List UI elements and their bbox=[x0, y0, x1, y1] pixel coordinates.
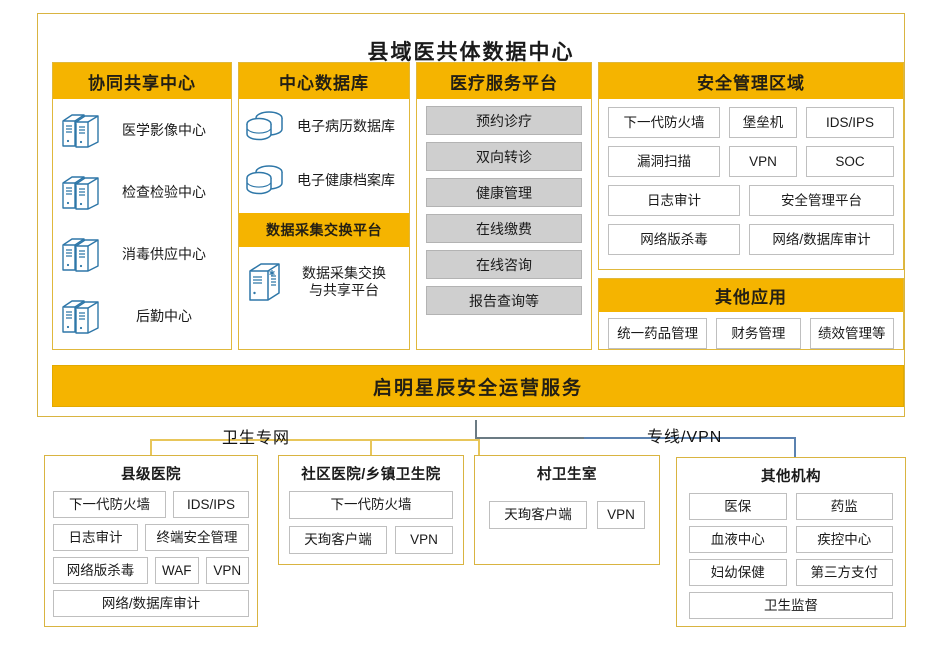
service-item[interactable]: 健康管理 bbox=[426, 178, 582, 207]
panel-security-management-zone: 安全管理区域 下一代防火墙 堡垒机 IDS/IPS 漏洞扫描 VPN SOC 日… bbox=[598, 62, 904, 270]
institution-item[interactable]: 网络版杀毒 bbox=[53, 557, 148, 584]
security-item[interactable]: 安全管理平台 bbox=[749, 185, 894, 216]
security-item[interactable]: 网络版杀毒 bbox=[608, 224, 740, 255]
security-item[interactable]: IDS/IPS bbox=[806, 107, 894, 138]
list-item-label: 消毒供应中心 bbox=[122, 245, 206, 262]
panel-collaborative-sharing-center-header: 协同共享中心 bbox=[53, 63, 231, 99]
panel-medical-service-platform: 医疗服务平台 预约诊疗 双向转诊 健康管理 在线缴费 在线咨询 报告查询等 bbox=[416, 62, 592, 350]
other-app-item[interactable]: 财务管理 bbox=[716, 318, 801, 349]
list-item-label: 后勤中心 bbox=[136, 307, 192, 324]
list-item[interactable]: 医学影像中心 bbox=[53, 99, 231, 161]
institution-item[interactable]: 终端安全管理 bbox=[145, 524, 249, 551]
institution-item[interactable]: 下一代防火墙 bbox=[289, 491, 453, 519]
page-title: 县域医共体数据中心 bbox=[367, 41, 575, 64]
security-item[interactable]: 下一代防火墙 bbox=[608, 107, 720, 138]
list-item[interactable]: 数据采集交换 与共享平台 bbox=[239, 247, 409, 317]
security-item[interactable]: SOC bbox=[806, 146, 894, 177]
list-item-label: 电子病历数据库 bbox=[297, 117, 395, 134]
health-net-drop-county bbox=[150, 439, 152, 458]
panel-central-database: 中心数据库 电子病历数据库 bbox=[238, 62, 410, 350]
server-stack-icon bbox=[59, 234, 103, 274]
list-item-label: 电子健康档案库 bbox=[297, 171, 395, 188]
leased-vpn-label: 专线/VPN bbox=[647, 429, 723, 446]
institution-title: 社区医院/乡镇卫生院 bbox=[301, 467, 441, 483]
security-item[interactable]: 漏洞扫描 bbox=[608, 146, 720, 177]
service-item[interactable]: 预约诊疗 bbox=[426, 106, 582, 135]
institution-item[interactable]: 天珣客户端 bbox=[489, 501, 587, 529]
institution-item[interactable]: 疾控中心 bbox=[795, 526, 893, 553]
list-item[interactable]: 消毒供应中心 bbox=[53, 223, 231, 285]
institution-community-township-hospital: 社区医院/乡镇卫生院 下一代防火墙 天珣客户端 VPN bbox=[278, 455, 464, 565]
institution-item[interactable]: 卫生监督 bbox=[689, 592, 893, 619]
institution-other-organizations: 其他机构 医保 药监 血液中心 疾控中心 妇幼保健 第三方支付 卫生监督 bbox=[676, 457, 906, 627]
panel-medical-service-platform-header: 医疗服务平台 bbox=[417, 63, 591, 99]
security-operations-banner[interactable]: 启明星辰安全运营服务 bbox=[52, 365, 904, 407]
backbone-horizontal bbox=[475, 437, 585, 439]
institution-item[interactable]: 医保 bbox=[689, 493, 787, 520]
service-item[interactable]: 在线缴费 bbox=[426, 214, 582, 243]
institution-item[interactable]: 网络/数据库审计 bbox=[53, 590, 249, 617]
institution-item[interactable]: 天珣客户端 bbox=[289, 526, 387, 554]
institution-item[interactable]: VPN bbox=[395, 526, 453, 554]
security-item[interactable]: 堡垒机 bbox=[729, 107, 797, 138]
panel-other-applications: 其他应用 统一药品管理 财务管理 绩效管理等 bbox=[598, 278, 904, 350]
institution-item[interactable]: WAF bbox=[155, 557, 199, 584]
backbone-riser bbox=[475, 420, 477, 439]
server-single-icon bbox=[245, 259, 285, 305]
list-item[interactable]: 电子病历数据库 bbox=[239, 99, 409, 153]
server-stack-icon bbox=[59, 110, 103, 150]
database-cylinder-icon bbox=[243, 107, 287, 145]
other-app-item[interactable]: 统一药品管理 bbox=[608, 318, 708, 349]
server-stack-icon bbox=[59, 296, 103, 336]
institution-title: 其他机构 bbox=[761, 469, 821, 485]
list-item[interactable]: 检查检验中心 bbox=[53, 161, 231, 223]
service-item[interactable]: 报告查询等 bbox=[426, 286, 582, 315]
panel-other-applications-header: 其他应用 bbox=[599, 279, 903, 312]
list-item-label: 检查检验中心 bbox=[122, 183, 206, 200]
list-item[interactable]: 后勤中心 bbox=[53, 285, 231, 347]
institution-item[interactable]: 下一代防火墙 bbox=[53, 491, 166, 518]
institution-item[interactable]: 妇幼保健 bbox=[689, 559, 787, 586]
institution-county-hospital: 县级医院 下一代防火墙 IDS/IPS 日志审计 终端安全管理 网络版杀毒 WA… bbox=[44, 455, 258, 627]
other-app-item[interactable]: 绩效管理等 bbox=[809, 318, 894, 349]
institution-item[interactable]: VPN bbox=[597, 501, 645, 529]
service-item[interactable]: 在线咨询 bbox=[426, 250, 582, 279]
leased-vpn-bus bbox=[584, 437, 796, 439]
security-item[interactable]: 日志审计 bbox=[608, 185, 740, 216]
list-item-label: 数据采集交换 与共享平台 bbox=[302, 265, 386, 298]
institution-item[interactable]: 第三方支付 bbox=[795, 559, 893, 586]
institution-village-clinic: 村卫生室 天珣客户端 VPN bbox=[474, 455, 660, 565]
server-stack-icon bbox=[59, 172, 103, 212]
institution-item[interactable]: 药监 bbox=[795, 493, 893, 520]
list-item-label: 医学影像中心 bbox=[122, 121, 206, 138]
health-net-drop-community bbox=[370, 439, 372, 458]
health-net-label: 卫生专网 bbox=[222, 430, 291, 447]
subpanel-data-exchange-platform-header: 数据采集交换平台 bbox=[239, 213, 409, 247]
security-item[interactable]: 网络/数据库审计 bbox=[749, 224, 894, 255]
health-net-bus bbox=[150, 439, 480, 441]
institution-title: 县级医院 bbox=[121, 467, 181, 483]
institution-item[interactable]: VPN bbox=[205, 557, 249, 584]
panel-collaborative-sharing-center: 协同共享中心 医学影像中 bbox=[52, 62, 232, 350]
service-item[interactable]: 双向转诊 bbox=[426, 142, 582, 171]
health-net-drop-village bbox=[478, 439, 480, 458]
institution-title: 村卫生室 bbox=[537, 467, 597, 483]
institution-item[interactable]: 血液中心 bbox=[689, 526, 787, 553]
panel-security-management-zone-header: 安全管理区域 bbox=[599, 63, 903, 99]
database-cylinder-icon bbox=[243, 161, 287, 199]
list-item[interactable]: 电子健康档案库 bbox=[239, 153, 409, 207]
institution-item[interactable]: 日志审计 bbox=[53, 524, 138, 551]
panel-central-database-header: 中心数据库 bbox=[239, 63, 409, 99]
leased-vpn-drop-other bbox=[794, 437, 796, 458]
institution-item[interactable]: IDS/IPS bbox=[173, 491, 249, 518]
security-item[interactable]: VPN bbox=[729, 146, 797, 177]
